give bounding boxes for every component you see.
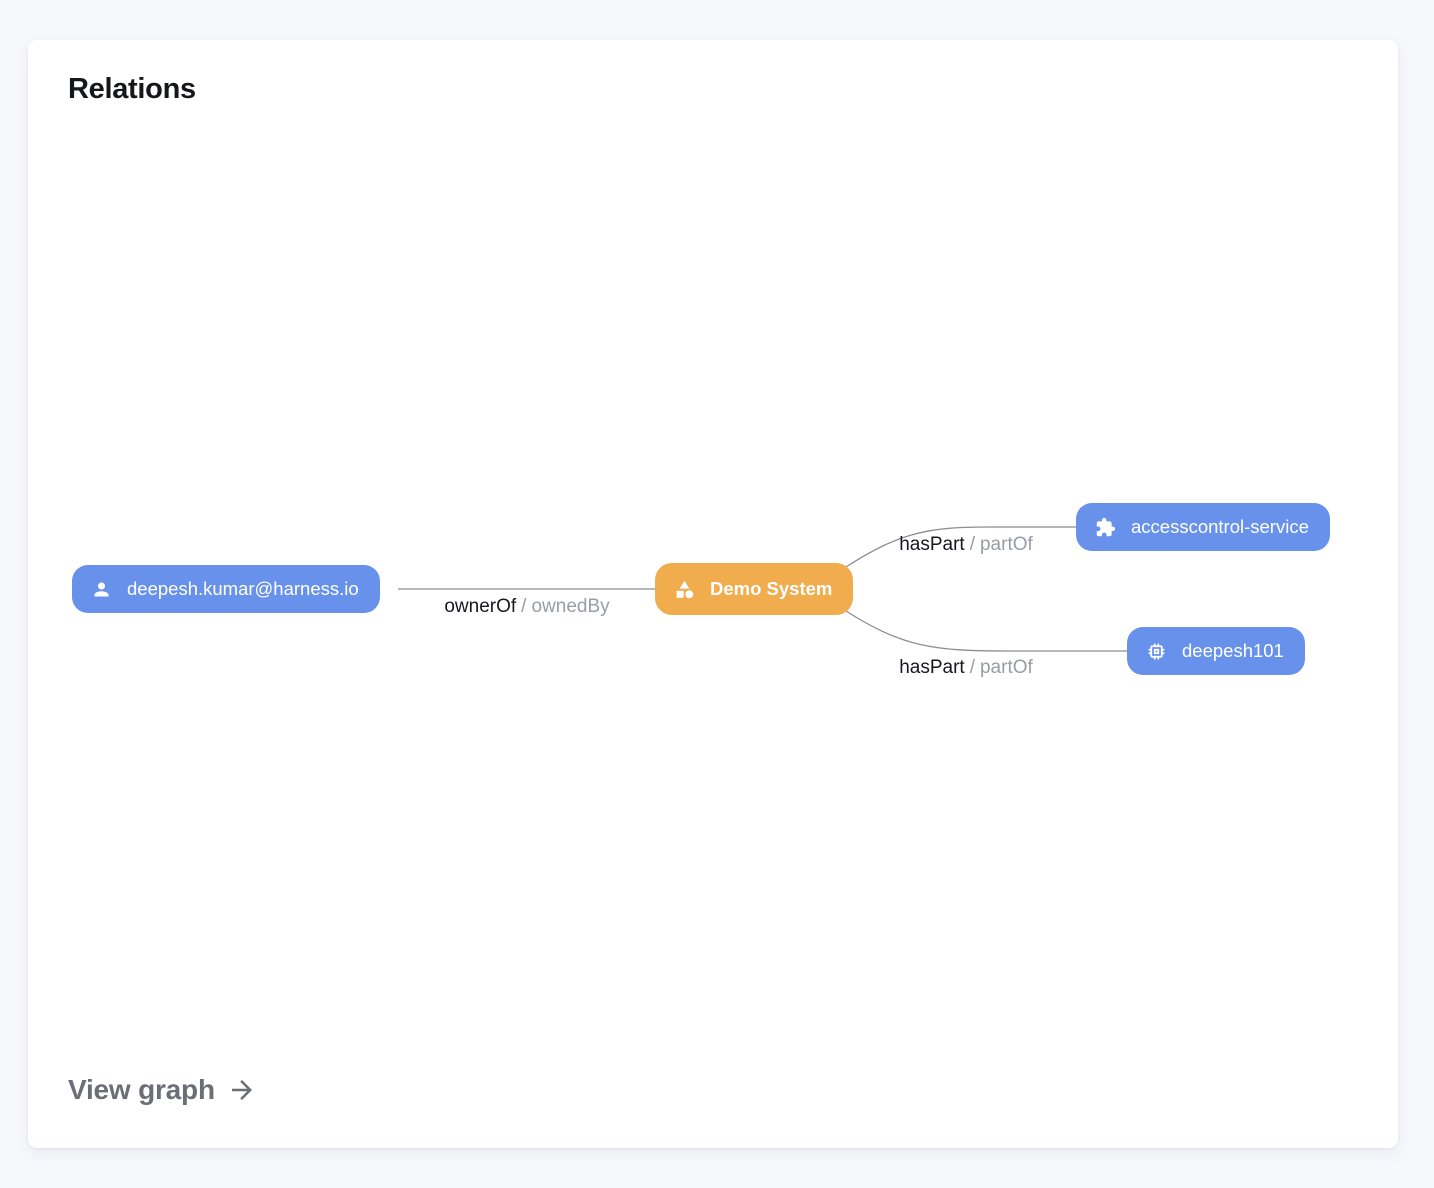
edge-label-separator: / (969, 657, 975, 678)
node-label: deepesh101 (1182, 640, 1284, 661)
edge-label-separator: / (969, 534, 975, 555)
arrow-right-icon (227, 1075, 257, 1105)
relations-graph: ownerOf/ownedBy hasPart/partOf hasPart/p… (28, 40, 1398, 1148)
view-graph-link[interactable]: View graph (68, 1074, 257, 1106)
edge-label-separator: / (521, 596, 527, 617)
page-title: Relations (68, 73, 196, 105)
node-label: Demo System (710, 578, 833, 599)
edge-haspart-bottom (845, 610, 1127, 652)
edge-label-ownerof: ownerOf/ownedBy (444, 596, 609, 618)
category-icon (674, 579, 695, 600)
puzzle-icon (1095, 517, 1116, 538)
edge-label-primary: hasPart (899, 534, 965, 555)
edge-label-secondary: ownedBy (531, 596, 610, 617)
edge-label-primary: hasPart (899, 657, 965, 678)
edge-label-haspart-bottom: hasPart/partOf (899, 657, 1033, 679)
node-component[interactable]: deepesh101 (1127, 627, 1305, 675)
chip-icon (1146, 641, 1167, 662)
node-label: deepesh.kumar@harness.io (127, 578, 359, 599)
person-icon (91, 579, 112, 600)
edge-label-primary: ownerOf (444, 596, 517, 617)
node-user[interactable]: deepesh.kumar@harness.io (72, 565, 380, 613)
edge-label-secondary: partOf (979, 534, 1033, 555)
node-system[interactable]: Demo System (655, 563, 854, 615)
relations-card: Relations ownerOf/ownedBy hasPart/partOf… (28, 40, 1398, 1148)
relations-edges (398, 526, 1127, 652)
edge-label-secondary: partOf (979, 657, 1033, 678)
node-service[interactable]: accesscontrol-service (1076, 503, 1330, 551)
view-graph-label: View graph (68, 1074, 215, 1105)
edge-label-haspart-top: hasPart/partOf (899, 534, 1033, 556)
edge-haspart-top (845, 526, 1076, 568)
node-label: accesscontrol-service (1131, 516, 1309, 537)
